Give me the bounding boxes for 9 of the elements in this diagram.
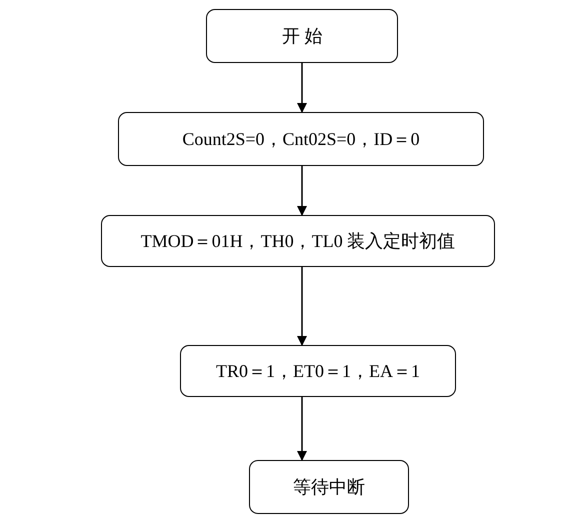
process-box: 开 始 <box>206 9 398 63</box>
process-box: 等待中断 <box>249 460 409 514</box>
arrow <box>297 267 307 346</box>
arrow <box>297 166 307 216</box>
arrow <box>297 397 307 461</box>
process-box: Count2S=0，Cnt02S=0，ID＝0 <box>118 112 484 166</box>
process-box: TMOD＝01H，TH0，TL0 装入定时初值 <box>101 215 495 267</box>
arrow <box>297 63 307 113</box>
process-box: TR0＝1，ET0＝1，EA＝1 <box>180 345 456 397</box>
